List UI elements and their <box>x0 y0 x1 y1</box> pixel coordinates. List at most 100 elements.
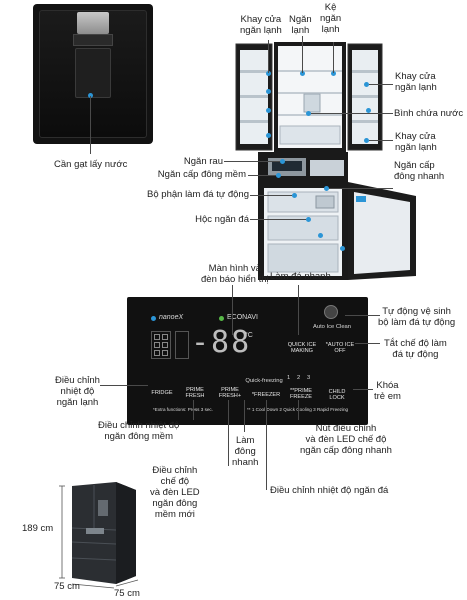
nanoex-dot-icon <box>151 316 156 321</box>
lever-marker <box>88 93 93 98</box>
leader-ngan-rau <box>224 161 280 162</box>
label-depth: 75 cm <box>114 588 140 599</box>
marker-cap-dong-nhanh <box>324 186 329 191</box>
leader-khay-cua-r1 <box>369 84 393 85</box>
fridge-top-open-image <box>235 42 383 152</box>
leader-lam-da-nhanh <box>298 285 299 335</box>
label-binh-chua-nuoc: Bình chứa nước <box>394 108 464 119</box>
degree-unit: °C <box>245 332 253 339</box>
marker-hoc-ngan-da-2 <box>318 233 323 238</box>
label-khay-cua-ngan-lanh-r2: Khay cửa ngăn lạnh <box>395 131 437 153</box>
marker-cap-dong-mem <box>276 173 281 178</box>
label-khay-cua-ngan-lanh-top: Khay cửa ngăn lạnh <box>240 14 282 36</box>
display-icon-grid <box>151 331 171 359</box>
quick-ice-making-button[interactable]: QUICK ICE MAKING <box>287 342 317 355</box>
label-dieu-chinh-ngan-lanh: Điều chỉnh nhiệt độ ngăn lạnh <box>55 375 100 408</box>
control-panel: nanoeX ECONAVI -88 °C Auto Ice Clean QUI… <box>127 297 368 425</box>
marker-khay-cua-tl <box>266 71 271 76</box>
label-hoc-ngan-da: Hộc ngăn đá <box>195 214 249 225</box>
auto-ice-clean-label: Auto Ice Clean <box>312 324 352 330</box>
leader-khay-cua-tl <box>268 40 269 73</box>
leader-nut-dieu-chinh <box>298 400 299 420</box>
label-dieu-chinh-ngan-dong-mem: Điều chỉnh nhiệt độ ngăn đông mềm <box>98 420 180 442</box>
freeze-level-1: 1 <box>287 375 291 381</box>
marker-door-right-1 <box>366 108 371 113</box>
leader-ngan-da <box>266 400 267 490</box>
freezer-button[interactable]: *FREEZER <box>251 392 281 398</box>
leader-ngan-lanh <box>302 36 303 73</box>
label-width: 75 cm <box>54 581 80 592</box>
label-tu-dong-ve-sinh: Tự động vệ sinh bộ làm đá tự động <box>378 306 456 328</box>
label-ngan-cap-dong-nhanh: Ngăn cấp đông nhanh <box>394 160 445 182</box>
quick-freezing-label: Quick-freezing <box>245 378 283 384</box>
freeze-level-indicators: 1 2 3 <box>287 375 315 383</box>
child-lock-button[interactable]: CHILD LOCK <box>328 389 346 402</box>
dispenser-housing <box>73 34 113 46</box>
marker-hoc-ngan-da-3 <box>340 246 345 251</box>
marker-khay-cua-r1 <box>364 82 369 87</box>
prime-freeze-button[interactable]: **PRIME FREEZE <box>289 388 313 401</box>
leader-lam-dong-nhanh <box>244 400 245 432</box>
freeze-level-3: 3 <box>307 375 311 381</box>
leader-man-hinh <box>232 285 233 335</box>
leader-ke-ngan-lanh <box>333 42 334 73</box>
leader-cap-dong-mem <box>248 175 276 176</box>
marker-door-left-3 <box>266 133 271 138</box>
label-height: 189 cm <box>22 523 54 534</box>
label-ngan-lanh-top: Ngăn lạnh <box>289 14 312 36</box>
marker-door-left-1 <box>266 89 271 94</box>
extra-functions-note: *Extra functions: Press 3 sec. <box>153 407 213 412</box>
leader-tat-che-do <box>355 343 380 344</box>
leader-lam-da <box>250 195 292 196</box>
label-khoa-tre-em: Khóa trẻ em <box>374 380 401 402</box>
label-lam-da-nhanh-top: Làm đá nhanh <box>270 271 331 282</box>
prime-fresh-button[interactable]: PRIME FRESH <box>185 387 205 400</box>
leader-dong-mem <box>193 400 194 420</box>
nanoex-logo: nanoeX <box>159 314 184 321</box>
label-khay-cua-ngan-lanh-r1: Khay cửa ngăn lạnh <box>395 71 437 93</box>
leader-cap-dong-nhanh <box>329 188 393 189</box>
label-bo-phan-lam-da: Bộ phận làm đá tự động <box>147 189 249 200</box>
leader-khoa-tre-em <box>353 389 373 390</box>
leader-dieu-chinh-che-do <box>228 400 229 466</box>
label-lam-dong-nhanh: Làm đông nhanh <box>232 435 259 468</box>
freeze-level-2: 2 <box>297 375 301 381</box>
water-dispenser-photo <box>33 4 153 144</box>
freeze-modes-note: ** 1 Cool Down 2 Quick Cooling 3 Rapid F… <box>247 407 349 412</box>
label-can-gat-lay-nuoc: Cần gạt lấy nước <box>54 159 128 170</box>
auto-ice-clean-icon[interactable] <box>324 305 338 319</box>
label-dieu-chinh-che-do: Điều chỉnh chế độ và đèn LED ngăn đông m… <box>150 465 200 520</box>
marker-binh-chua-nuoc <box>306 111 311 116</box>
fridge-dimensions-image <box>59 482 139 589</box>
prime-fresh-plus-button[interactable]: PRIME FRESH+ <box>218 387 242 400</box>
econavi-dot-icon <box>219 316 224 321</box>
label-ngan-rau: Ngăn rau <box>183 156 223 167</box>
marker-khay-cua-r2 <box>364 138 369 143</box>
display-side-icons <box>175 331 189 359</box>
label-ke-ngan-lanh: Kệ ngăn lạnh <box>320 2 342 35</box>
label-dieu-chinh-ngan-da: Điều chỉnh nhiệt độ ngăn đá <box>270 485 389 496</box>
marker-ke-ngan-lanh <box>331 71 336 76</box>
label-man-hinh: Màn hình và đèn báo hiển thị <box>201 263 269 285</box>
leader-ngan-lanh-temp <box>100 385 148 386</box>
dispenser-nozzle <box>77 12 109 34</box>
label-ngan-cap-dong-mem: Ngăn cấp đông mềm <box>157 169 246 180</box>
temperature-display: -88 <box>191 325 252 360</box>
leader-khay-cua-r2 <box>369 140 393 141</box>
marker-door-left-2 <box>266 108 271 113</box>
leader-binh-chua-nuoc <box>311 113 393 114</box>
fridge-bottom-drawers-image <box>258 152 416 280</box>
leader-hoc-ngan-da <box>250 219 306 220</box>
label-tat-che-do: Tắt chế độ làm đá tự động <box>384 338 447 360</box>
marker-ngan-lanh <box>300 71 305 76</box>
marker-hoc-ngan-da-1 <box>306 217 311 222</box>
marker-lam-da <box>292 193 297 198</box>
label-nut-dieu-chinh: Nút điều chỉnh và đèn LED chế độ ngăn cấ… <box>300 423 392 456</box>
dispenser-lever <box>75 48 111 98</box>
lever-leader-line <box>90 96 91 154</box>
auto-ice-off-button[interactable]: *AUTO ICE OFF <box>325 342 355 355</box>
leader-tu-dong-ve-sinh <box>345 315 380 316</box>
econavi-logo: ECONAVI <box>227 314 258 321</box>
fridge-button[interactable]: FRIDGE <box>151 390 173 396</box>
marker-ngan-rau <box>280 159 285 164</box>
